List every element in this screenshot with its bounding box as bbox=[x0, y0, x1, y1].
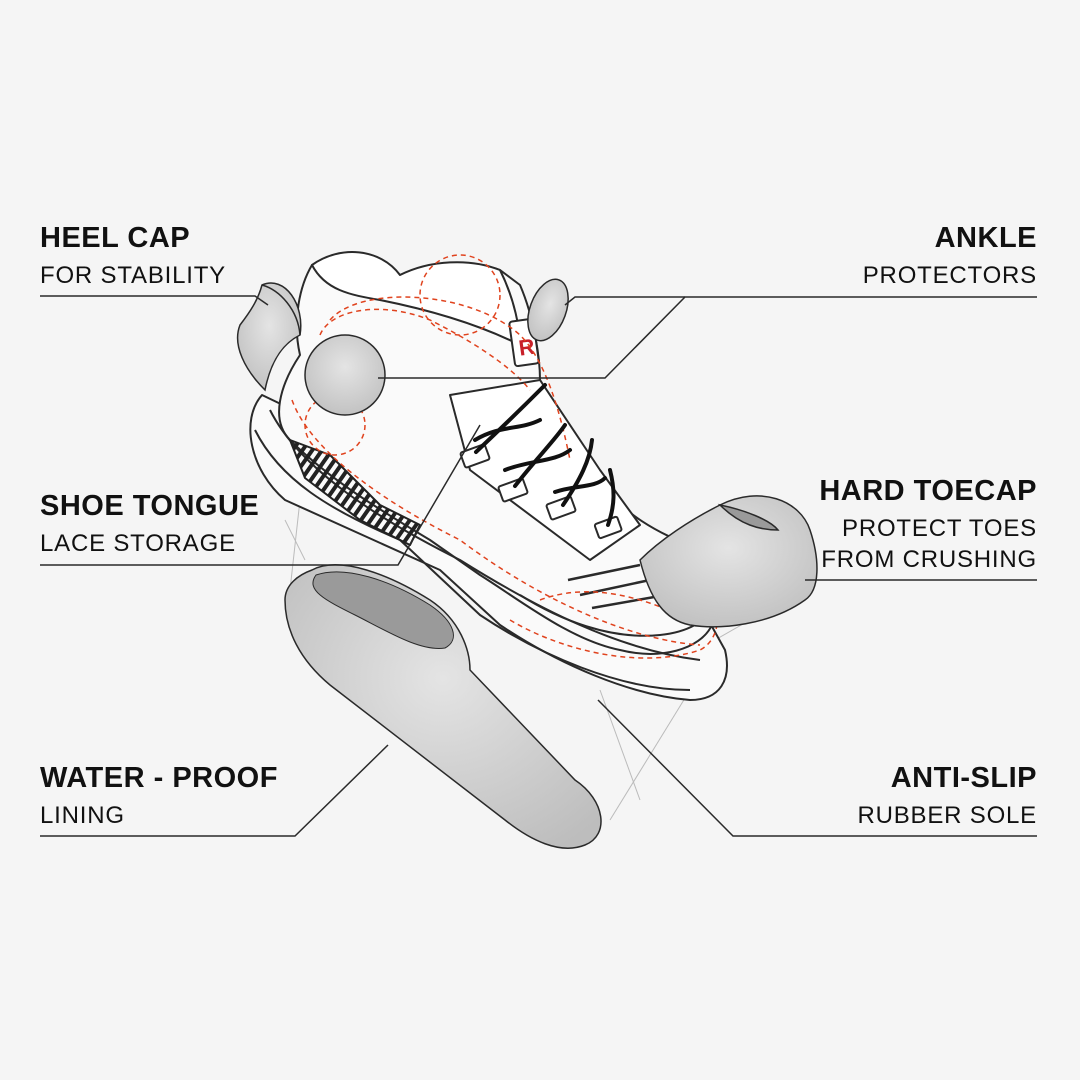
callout-lining-desc: LINING bbox=[40, 802, 125, 829]
boot bbox=[249, 251, 728, 701]
laces bbox=[473, 383, 616, 527]
callout-tongue: SHOE TONGUE LACE STORAGE bbox=[40, 492, 259, 559]
callout-ankle-title: ANKLE bbox=[934, 222, 1037, 254]
callout-lining: WATER - PROOF LINING bbox=[40, 764, 278, 831]
ankle-protector-right bbox=[527, 278, 569, 342]
callout-sole: ANTI-SLIP RUBBER SOLE bbox=[857, 764, 1037, 831]
leader-ankle bbox=[378, 296, 1037, 379]
callout-heel-cap-desc: FOR STABILITY bbox=[40, 262, 226, 289]
callout-heel-cap: HEEL CAP FOR STABILITY bbox=[40, 224, 226, 291]
leader-lines bbox=[40, 295, 1037, 837]
callout-toecap: HARD TOECAP PROTECT TOES FROM CRUSHING bbox=[819, 477, 1037, 575]
callout-tongue-desc: LACE STORAGE bbox=[40, 530, 236, 557]
leader-tongue bbox=[40, 424, 481, 566]
lace-panel bbox=[449, 379, 641, 561]
insole-lining-component bbox=[284, 564, 602, 849]
callout-sole-desc: RUBBER SOLE bbox=[857, 802, 1037, 829]
ankle-protector-left bbox=[304, 334, 386, 416]
leader-heel-cap bbox=[40, 295, 269, 306]
boot-collar bbox=[311, 251, 521, 346]
callout-ankle-desc: PROTECTORS bbox=[862, 262, 1037, 289]
callout-heel-cap-title: HEEL CAP bbox=[40, 222, 191, 254]
callout-toecap-desc-line1: PROTECT TOES bbox=[842, 515, 1037, 542]
callout-ankle: ANKLE PROTECTORS bbox=[863, 224, 1037, 291]
leader-sole bbox=[597, 699, 1037, 837]
boot-sole-edge bbox=[254, 429, 691, 691]
callout-sole-title: ANTI-SLIP bbox=[890, 762, 1037, 794]
callout-toecap-title: HARD TOECAP bbox=[819, 475, 1037, 507]
callout-tongue-title: SHOE TONGUE bbox=[40, 490, 260, 522]
leader-lining bbox=[40, 744, 389, 837]
brand-mark: R bbox=[517, 334, 536, 361]
callout-lining-title: WATER - PROOF bbox=[40, 762, 278, 794]
callout-toecap-desc-line2: FROM CRUSHING bbox=[821, 546, 1037, 573]
heel-cap-component bbox=[236, 282, 302, 392]
toecap-component bbox=[639, 495, 818, 628]
